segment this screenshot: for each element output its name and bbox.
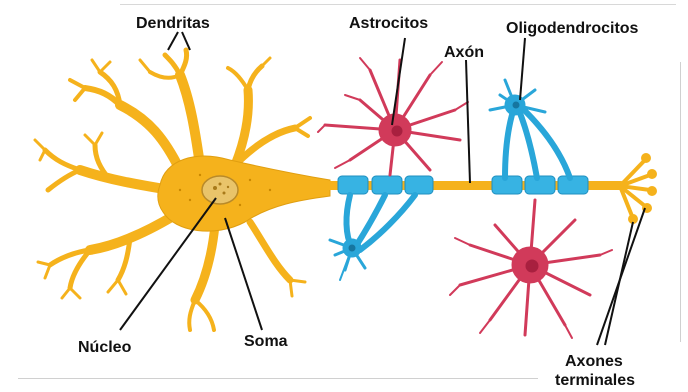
oligodendrocyte-lower (330, 195, 415, 280)
label-nucleo: Núcleo (78, 339, 131, 357)
label-terminales: terminales (555, 372, 635, 390)
label-soma: Soma (244, 333, 288, 351)
nucleus-shape (202, 176, 238, 204)
label-astrocitos: Astrocitos (349, 15, 428, 33)
label-oligodendrocitos: Oligodendrocitos (506, 20, 638, 38)
oligodendrocyte-upper (490, 80, 570, 178)
soma (158, 156, 330, 231)
astrocyte-lower (450, 200, 612, 338)
label-axon: Axón (444, 44, 484, 62)
label-dendritas: Dendritas (136, 15, 210, 33)
label-axones: Axones (565, 353, 623, 371)
